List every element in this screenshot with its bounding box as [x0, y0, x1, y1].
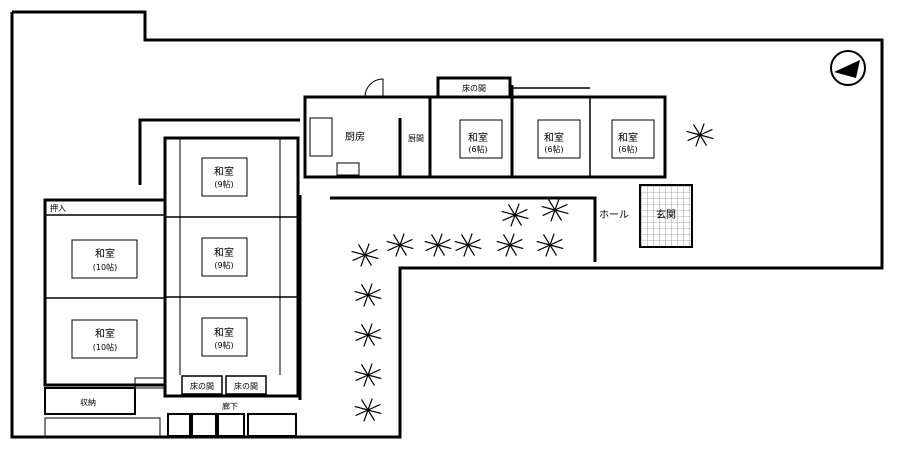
tokonoma-label: 床の間 [462, 83, 486, 93]
room-label: 和室 [214, 326, 234, 339]
tree-icon [454, 233, 482, 257]
room-label: 和室 [214, 165, 234, 178]
tree-icon [424, 233, 452, 257]
room-size: (6帖) [618, 144, 637, 154]
corridor-hall: ホール 玄関 [298, 184, 693, 400]
room-size: (9帖) [214, 260, 233, 270]
tree-icon [354, 283, 382, 307]
room-size: (6帖) [544, 144, 563, 154]
room-label: 和室 [214, 246, 234, 259]
room-label: 和室 [544, 131, 564, 144]
room-size: (9帖) [214, 340, 233, 350]
kitchen-wing: 厨房 厨間 [303, 78, 432, 179]
north-rooms: 床の間 和室 (6帖) 和室 (6帖) 和室 (6帖) [428, 76, 667, 179]
north-arrow-icon [830, 50, 866, 86]
tree-icon [686, 123, 714, 147]
west-wing: 和室 (9帖) 和室 (9帖) 和室 (9帖) 床の間 床の間 押入 和室 (1… [43, 118, 300, 437]
room-size: (10帖) [93, 342, 117, 352]
tree-icon [351, 243, 379, 267]
room-size: (9帖) [214, 179, 233, 189]
tree-icon [354, 323, 382, 347]
room-label: 和室 [95, 247, 115, 260]
hall-label: ホール [599, 209, 629, 221]
room-size: (10帖) [93, 262, 117, 272]
tree-icon [354, 398, 382, 422]
room-size: (6帖) [468, 144, 487, 154]
room-label: 和室 [618, 131, 638, 144]
tree-icon [354, 363, 382, 387]
room-label: 和室 [468, 131, 488, 144]
room-label: 和室 [95, 327, 115, 340]
kitchen-side-label: 厨間 [408, 134, 424, 143]
tree-icon [536, 233, 564, 257]
closet-label: 押入 [50, 203, 66, 213]
tokonoma-label: 床の間 [190, 381, 214, 391]
storage-label: 収納 [80, 397, 96, 407]
tree-icon [501, 203, 529, 227]
kitchen-label: 厨房 [345, 130, 365, 143]
entrance-label: 玄関 [656, 208, 676, 221]
tree-icon [496, 233, 524, 257]
tree-icon [386, 233, 414, 257]
garden-trees [351, 123, 714, 422]
tokonoma-label: 床の間 [234, 381, 258, 391]
tree-icon [541, 198, 569, 222]
site-boundary [10, 10, 884, 439]
corridor-label: 廊下 [222, 401, 238, 411]
